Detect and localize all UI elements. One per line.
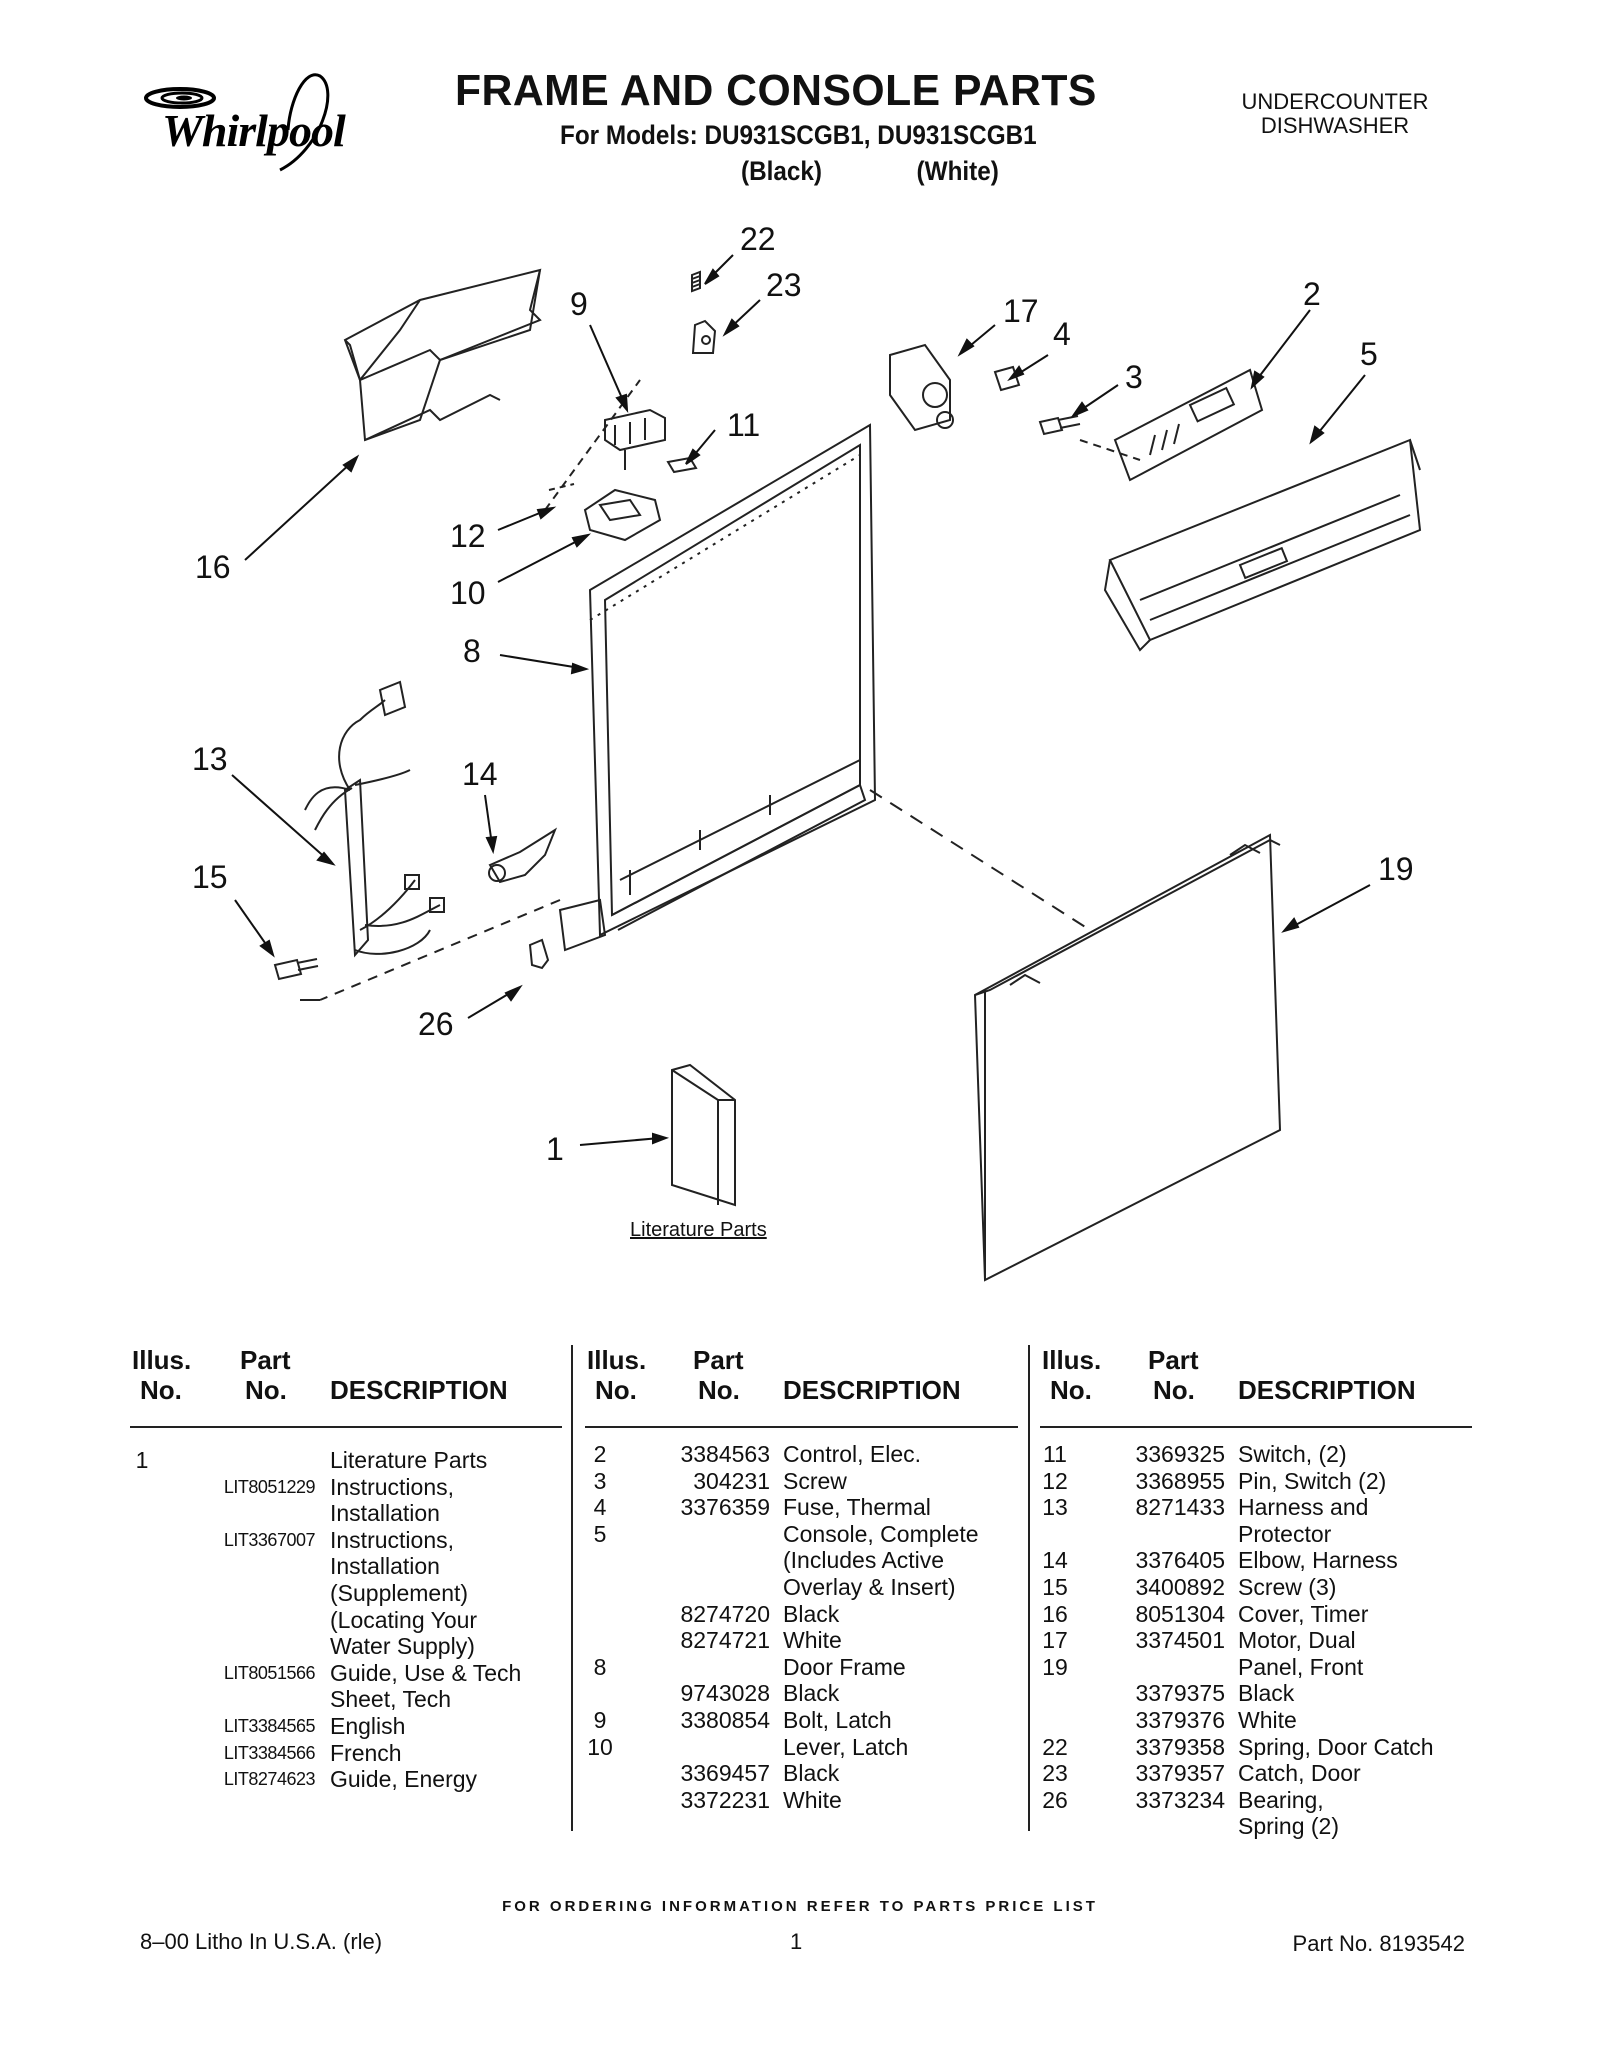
appliance-line1: UNDERCOUNTER (1241, 89, 1429, 114)
latch-lever-part (583, 488, 662, 542)
whirlpool-logo: Whirlpool (140, 70, 380, 180)
callout-14: 14 (462, 756, 498, 792)
column-divider (1028, 1345, 1030, 1831)
table-header: Illus. No. Part No. DESCRIPTION (585, 1345, 1015, 1405)
callout-9: 9 (570, 286, 588, 322)
callout-16: 16 (195, 549, 231, 585)
page-title: FRAME AND CONSOLE PARTS (455, 66, 1097, 115)
leader-arrows (231, 254, 1371, 1146)
callout-3: 3 (1125, 359, 1143, 395)
callout-11: 11 (727, 407, 760, 443)
header-description: DESCRIPTION (330, 1375, 508, 1405)
header-rule (585, 1426, 1018, 1428)
header-description: DESCRIPTION (1238, 1375, 1416, 1405)
elbow-harness-part (488, 827, 558, 884)
callout-10: 10 (450, 575, 486, 611)
models-line: For Models: DU931SCGB1, DU931SCGB1 (560, 120, 1037, 150)
callout-5: 5 (1360, 336, 1378, 372)
callout-23: 23 (766, 267, 802, 303)
variant-white: (White) (916, 156, 999, 186)
header-illus: Illus. (1042, 1345, 1102, 1375)
header-illus-no: No. (595, 1375, 637, 1405)
dual-motor-part (889, 343, 954, 432)
swirl-icon (144, 73, 330, 172)
bolt-latch-part (604, 408, 666, 470)
print-info: 8–00 Litho In U.S.A. (rle) (140, 1929, 383, 1954)
callout-4: 4 (1053, 316, 1071, 352)
header-rule (1040, 1426, 1472, 1428)
header-illus: Illus. (587, 1345, 647, 1375)
header-part-no: No. (245, 1375, 287, 1405)
callout-17: 17 (1003, 293, 1039, 329)
brand-wordmark: Whirlpool (162, 105, 346, 156)
literature-caption: Literature Parts (630, 1219, 767, 1241)
table-header: Illus. No. Part No. DESCRIPTION (130, 1345, 560, 1405)
header-part-no: No. (698, 1375, 740, 1405)
callout-15: 15 (192, 859, 228, 895)
header-part-no: No. (1153, 1375, 1195, 1405)
callout-8: 8 (463, 633, 481, 669)
header-description: DESCRIPTION (783, 1375, 961, 1405)
callout-22: 22 (740, 221, 776, 257)
appliance-type: UNDERCOUNTER DISHWASHER (1220, 90, 1450, 138)
variant-black: (Black) (741, 156, 823, 186)
callout-12: 12 (450, 518, 486, 554)
document-part-number: Part No. 8193542 (1292, 1931, 1465, 1956)
callout-19: 19 (1378, 851, 1414, 887)
ordering-note: FOR ORDERING INFORMATION REFER TO PARTS … (502, 1898, 1098, 1915)
table-header: Illus. No. Part No. DESCRIPTION (1040, 1345, 1470, 1405)
console-part (1103, 438, 1422, 652)
header-rule (130, 1426, 562, 1428)
callout-13: 13 (192, 741, 228, 777)
header-part: Part (1148, 1345, 1199, 1375)
callout-2: 2 (1303, 276, 1321, 312)
screw-part-15 (273, 958, 319, 981)
header-illus-no: No. (140, 1375, 182, 1405)
column-divider (571, 1345, 573, 1831)
literature-part (671, 1063, 736, 1207)
fuse-part (993, 365, 1021, 392)
timer-cover-part (343, 268, 542, 442)
header-illus-no: No. (1050, 1375, 1092, 1405)
exploded-parts-diagram: 22 23 9 11 17 4 2 3 5 16 12 10 8 13 14 1… (192, 221, 1422, 1282)
header-part: Part (240, 1345, 291, 1375)
appliance-line2: DISHWASHER (1260, 113, 1410, 138)
callout-1: 1 (546, 1131, 564, 1167)
callout-26: 26 (418, 1006, 454, 1042)
electronic-control-part (1113, 368, 1264, 482)
front-panel-part (973, 833, 1282, 1282)
header-part: Part (693, 1345, 744, 1375)
harness-part (304, 680, 445, 958)
header-illus: Illus. (132, 1345, 192, 1375)
variants-line: (Black) (White) (741, 156, 999, 187)
bearing-part (528, 938, 550, 970)
screw-part-3 (1038, 415, 1081, 436)
switch-part (666, 456, 698, 474)
page-number: 1 (790, 1929, 803, 1954)
door-frame-part (558, 423, 877, 952)
spring-catch-part (691, 270, 717, 354)
